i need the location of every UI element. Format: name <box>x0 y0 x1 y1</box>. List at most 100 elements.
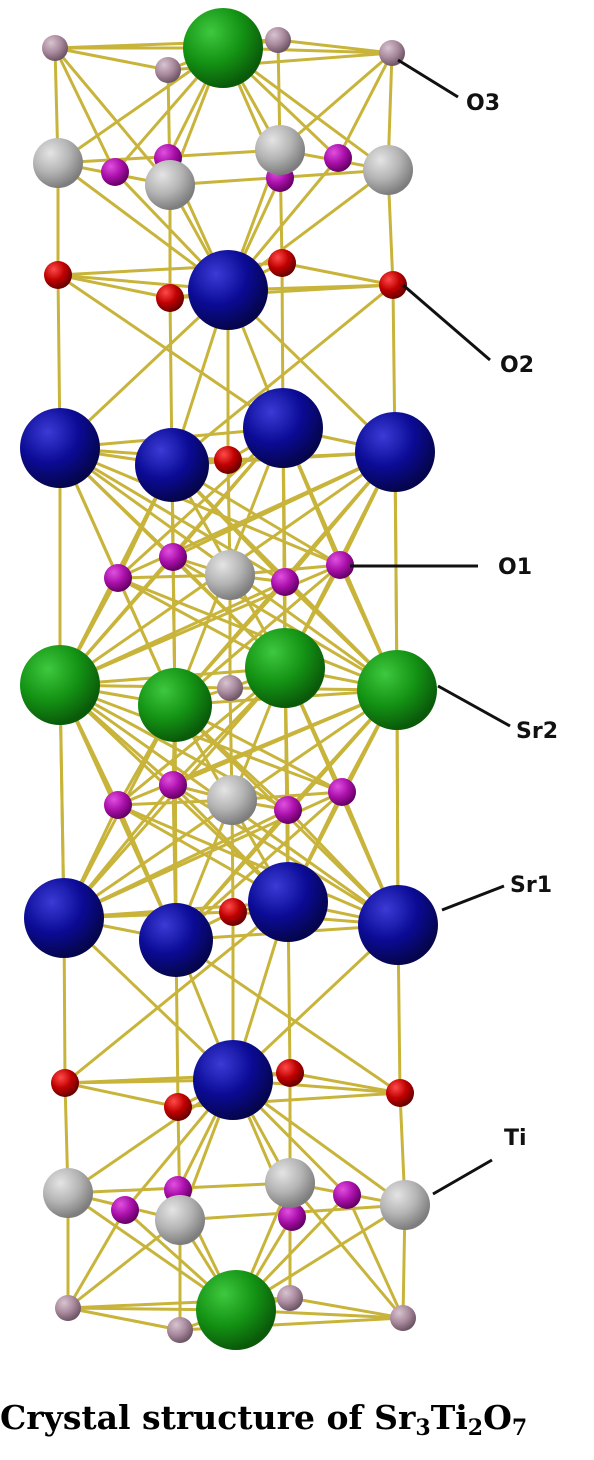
o2-atom-o2-ub <box>156 284 184 312</box>
bond-o3-bl-o3-fb <box>66 1306 182 1332</box>
sr2-atom-sr2-bot <box>196 1270 276 1350</box>
sr2-leader-line <box>437 684 511 728</box>
o3-atom-o3-mid <box>217 675 243 701</box>
sr1-atom-sr1-f <box>139 903 213 977</box>
sr2-label: Sr2 <box>516 719 558 744</box>
ti-atom-ti-ur <box>363 145 413 195</box>
o1-atom-o1-ud <box>324 144 352 172</box>
bond-o3-tl-ti-ub <box>53 46 172 187</box>
atom-annotations: O3 O2 O1 Sr2 Sr1 Ti <box>350 58 558 1196</box>
ti-atom-ti-m1 <box>205 550 255 600</box>
o2-leader-line <box>402 283 491 362</box>
sr1-atom-sr1-h <box>358 885 438 965</box>
o1-atom-o1-la <box>111 1196 139 1224</box>
bond-sr1-a-o1-md <box>58 446 342 567</box>
ti-atom-ti-ul <box>33 138 83 188</box>
sr2-atom-sr2-b <box>138 668 212 742</box>
bond-o2-ll-sr1-g <box>63 900 290 1085</box>
bond-o3-tm-o3-tr <box>276 38 394 55</box>
sr1-label: Sr1 <box>510 873 552 898</box>
bond-o2-lr-sr1-f <box>174 938 402 1095</box>
o1-atom-o1-na <box>104 791 132 819</box>
caption-sr-subscript: 3 <box>415 1415 431 1441</box>
figure-caption: Crystal structure of Sr3Ti2O7 <box>0 1398 594 1441</box>
bond-o3-tl-o1-ua <box>53 46 117 174</box>
ti-atom-ti-ub <box>145 160 195 210</box>
o2-label: O2 <box>500 353 534 378</box>
bond-o2-um-o2-ur <box>280 261 395 287</box>
o3-atom-o3-tl <box>42 35 68 61</box>
o3-atom-o3-bl <box>55 1295 81 1321</box>
sr1-atom-sr1-up <box>188 250 268 330</box>
ti-atom-ti-lb <box>155 1195 205 1245</box>
sr2-atom-sr2-a <box>20 645 100 725</box>
o1-atom-o1-ma <box>104 564 132 592</box>
bond-o3-tr-o1-ud <box>336 51 394 160</box>
sr1-atom-sr1-g <box>248 862 328 942</box>
ti-leader-line <box>432 1158 493 1196</box>
o1-atom-o1-lc <box>278 1203 306 1231</box>
bond-o3-tl-o3-fl <box>53 46 170 72</box>
o1-atom-o1-nd <box>328 778 356 806</box>
caption-ti-subscript: 2 <box>467 1415 484 1441</box>
bond-sr2-d-o1-ma <box>116 576 399 692</box>
caption-prefix: Crystal structure of <box>0 1398 375 1437</box>
ti-label: Ti <box>504 1126 527 1151</box>
o2-atom-o2-mid-u <box>214 446 242 474</box>
caption-o-subscript: 7 <box>511 1415 528 1441</box>
o2-atom-o2-lb <box>164 1093 192 1121</box>
sr1-atom-sr1-low <box>193 1040 273 1120</box>
o2-atom-o2-lr <box>386 1079 414 1107</box>
caption-sr: Sr <box>374 1398 416 1437</box>
o3-atom-o3-fb <box>167 1317 193 1343</box>
o2-atom-o2-mid-l <box>219 898 247 926</box>
o3-label: O3 <box>466 91 500 116</box>
sr1-leader-line <box>441 884 505 912</box>
ti-atom-ti-lr <box>380 1180 430 1230</box>
o2-atom-o2-ul <box>44 261 72 289</box>
caption-o: O <box>483 1398 512 1437</box>
bond-o2-ul-o2-ub <box>56 273 172 300</box>
o3-atom-o3-br <box>390 1305 416 1331</box>
ti-atom-ti-ll <box>43 1168 93 1218</box>
ti-atom-ti-um <box>255 125 305 175</box>
bond-o2-ll-o2-lb <box>63 1081 180 1109</box>
o1-atom-o1-mb <box>159 543 187 571</box>
sr2-atom-sr2-top <box>183 8 263 88</box>
o1-atom-o1-ua <box>101 158 129 186</box>
o1-atom-o1-ld <box>333 1181 361 1209</box>
o2-atom-o2-um <box>268 249 296 277</box>
caption-ti: Ti <box>430 1398 468 1437</box>
crystal-structure-diagram: O3 O2 O1 Sr2 Sr1 Ti <box>20 8 558 1350</box>
bond-sr1-h-o1-na <box>116 803 400 927</box>
ti-atom-ti-lm <box>265 1158 315 1208</box>
bond-o3-bl-o1-la <box>66 1208 127 1310</box>
o1-atom-o1-mc <box>271 568 299 596</box>
o2-atom-o2-lm <box>276 1059 304 1087</box>
o1-atom-o1-md <box>326 551 354 579</box>
sr2-atom-sr2-d <box>357 650 437 730</box>
bond-sr1-d-o1-mb <box>171 450 397 559</box>
o3-atom-o3-fl <box>155 57 181 83</box>
o3-atom-o3-bm <box>277 1285 303 1311</box>
o1-atom-o1-nc <box>274 796 302 824</box>
o3-atom-o3-tm <box>265 27 291 53</box>
sr1-atom-sr1-b <box>135 428 209 502</box>
o1-label: O1 <box>498 555 532 580</box>
sr1-atom-sr1-e <box>24 878 104 958</box>
sr2-atom-sr2-c <box>245 628 325 708</box>
atom-spheres <box>20 8 438 1350</box>
o2-atom-o2-ur <box>379 271 407 299</box>
sr1-atom-sr1-a <box>20 408 100 488</box>
bond-o2-lm-o2-lr <box>288 1071 402 1095</box>
sr1-atom-sr1-d <box>355 412 435 492</box>
bond-sr2-d-o1-nb <box>171 688 399 787</box>
o2-atom-o2-ll <box>51 1069 79 1097</box>
bond-o3-br-ti-lm <box>288 1181 405 1320</box>
bond-o3-bm-o3-br <box>288 1296 405 1320</box>
o1-atom-o1-nb <box>159 771 187 799</box>
bond-o3-br-o1-ld <box>345 1193 405 1320</box>
o3-leader-line <box>397 58 459 99</box>
bond-o2-ul-sr1-c <box>56 273 285 430</box>
ti-atom-ti-m2 <box>207 775 257 825</box>
